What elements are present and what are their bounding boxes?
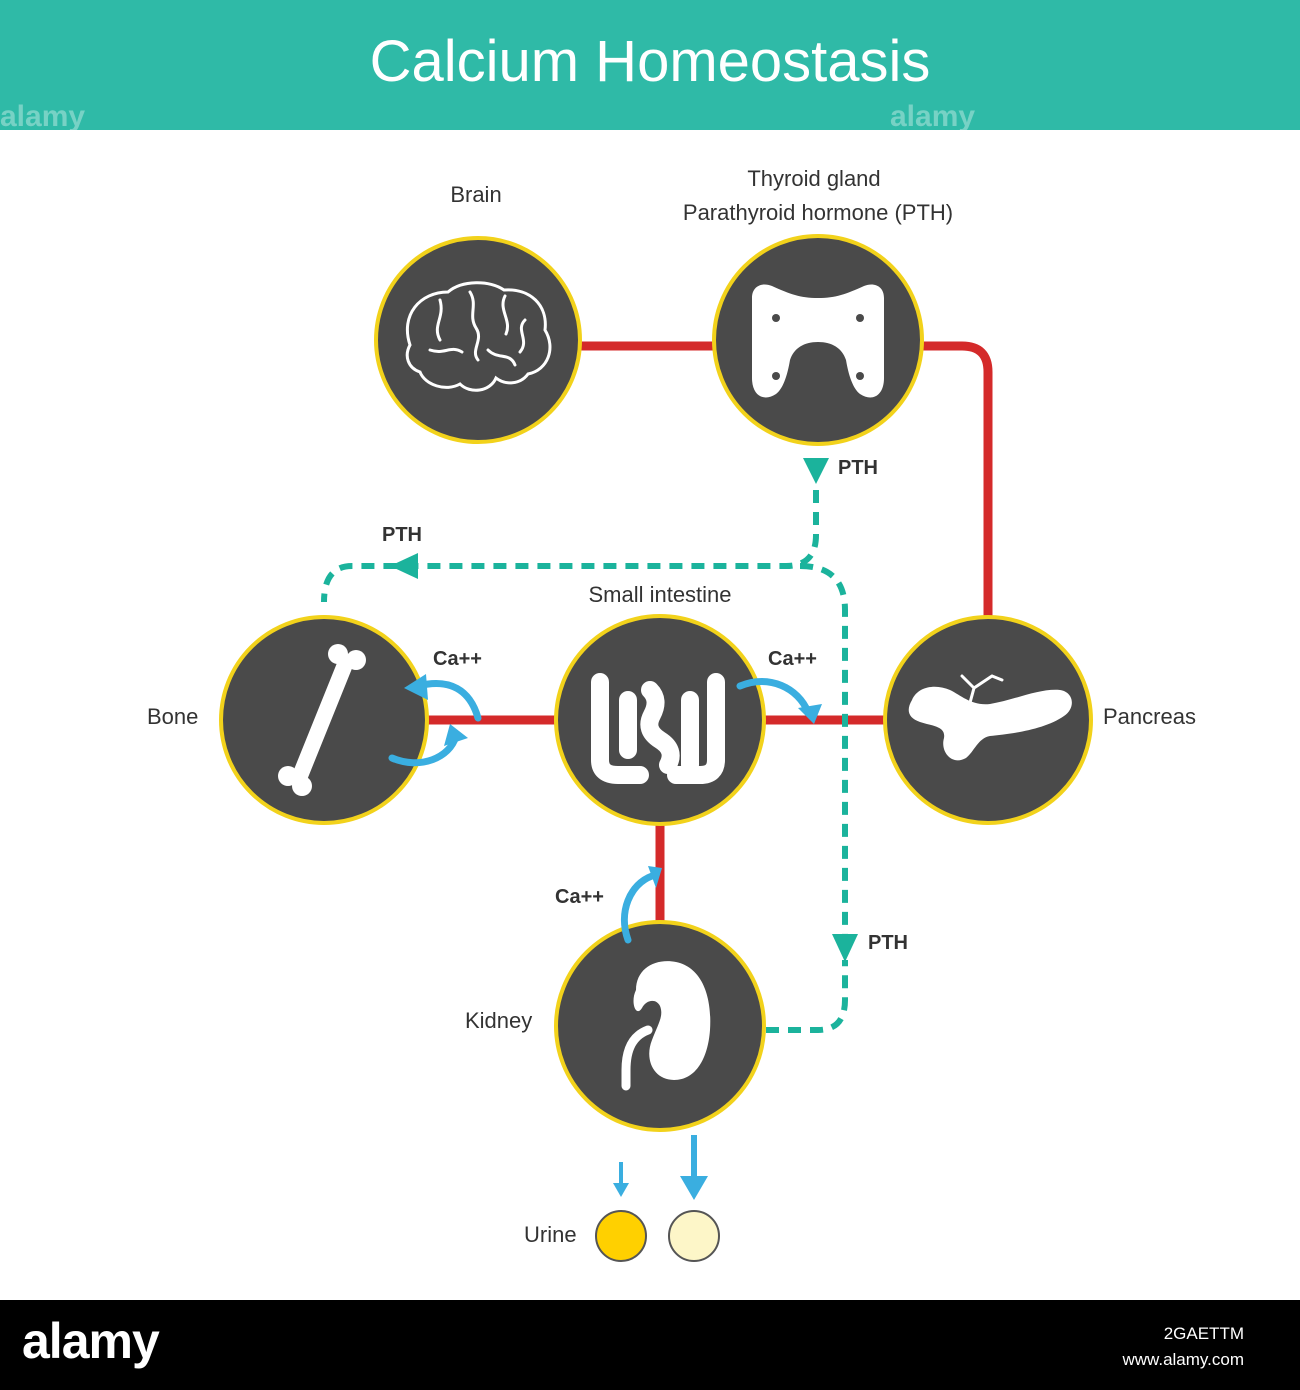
pth-arrowhead-down-kidney [832, 934, 858, 962]
ca-label-kidney: Ca++ [555, 886, 604, 908]
ca-arrowheads [404, 674, 822, 888]
brain-label: Brain [450, 182, 502, 207]
pancreas-label: Pancreas [1103, 704, 1196, 729]
urine-light-circle [668, 1210, 720, 1262]
ca-label-bone: Ca++ [433, 648, 482, 670]
pth-label-kidney: PTH [868, 932, 908, 954]
intestine-circle [554, 614, 766, 826]
alamy-logo: alamy [22, 1313, 160, 1369]
site-url: www.alamy.com [1122, 1350, 1244, 1369]
pth-path-to-kidney [799, 563, 848, 935]
pth-path-from-kidney [766, 960, 848, 1033]
pth-arrowhead-left [390, 553, 418, 579]
urine-dark-circle [595, 1210, 647, 1262]
title-banner: Calcium Homeostasis [0, 0, 1300, 130]
ca-arrow-from-kidney [621, 872, 656, 944]
pth-label-thyroid: PTH [838, 457, 878, 479]
urine-label: Urine [524, 1222, 577, 1247]
ca-arrow-to-pancreas [736, 678, 812, 716]
pth-path-to-bone [321, 490, 819, 603]
intestine-icon [591, 673, 725, 784]
footer-bar: alamy 2GAETTM www.alamy.com [0, 1300, 1300, 1390]
small-intestine-label: Small intestine [588, 582, 732, 607]
thyroid-icon [752, 284, 884, 398]
bone-icon [278, 644, 366, 796]
thyroid-label: Thyroid gland [747, 166, 881, 191]
page-title: Calcium Homeostasis [369, 29, 931, 94]
pth-arrowhead-down [803, 458, 829, 484]
pth-label-bone: PTH [382, 524, 422, 546]
ca-arrow-to-bone [414, 680, 482, 722]
kidney-icon [621, 961, 711, 1091]
pancreas-icon [908, 674, 1072, 761]
pth-hormone-label: Parathyroid hormone (PTH) [682, 200, 954, 225]
watermark: alamy [890, 100, 976, 133]
calcium-homeostasis-diagram [219, 234, 1093, 1262]
bone-label: Bone [147, 704, 199, 729]
brain-icon [405, 281, 552, 392]
thyroid-pancreas-line [917, 341, 993, 623]
watermark: alamy [0, 100, 86, 133]
kidney-label: Kidney [465, 1008, 533, 1033]
ca-label-intestine: Ca++ [768, 648, 817, 670]
image-id: 2GAETTM [1163, 1324, 1244, 1343]
pth-dashed-paths [321, 490, 848, 1033]
urine-arrows [613, 1135, 708, 1200]
